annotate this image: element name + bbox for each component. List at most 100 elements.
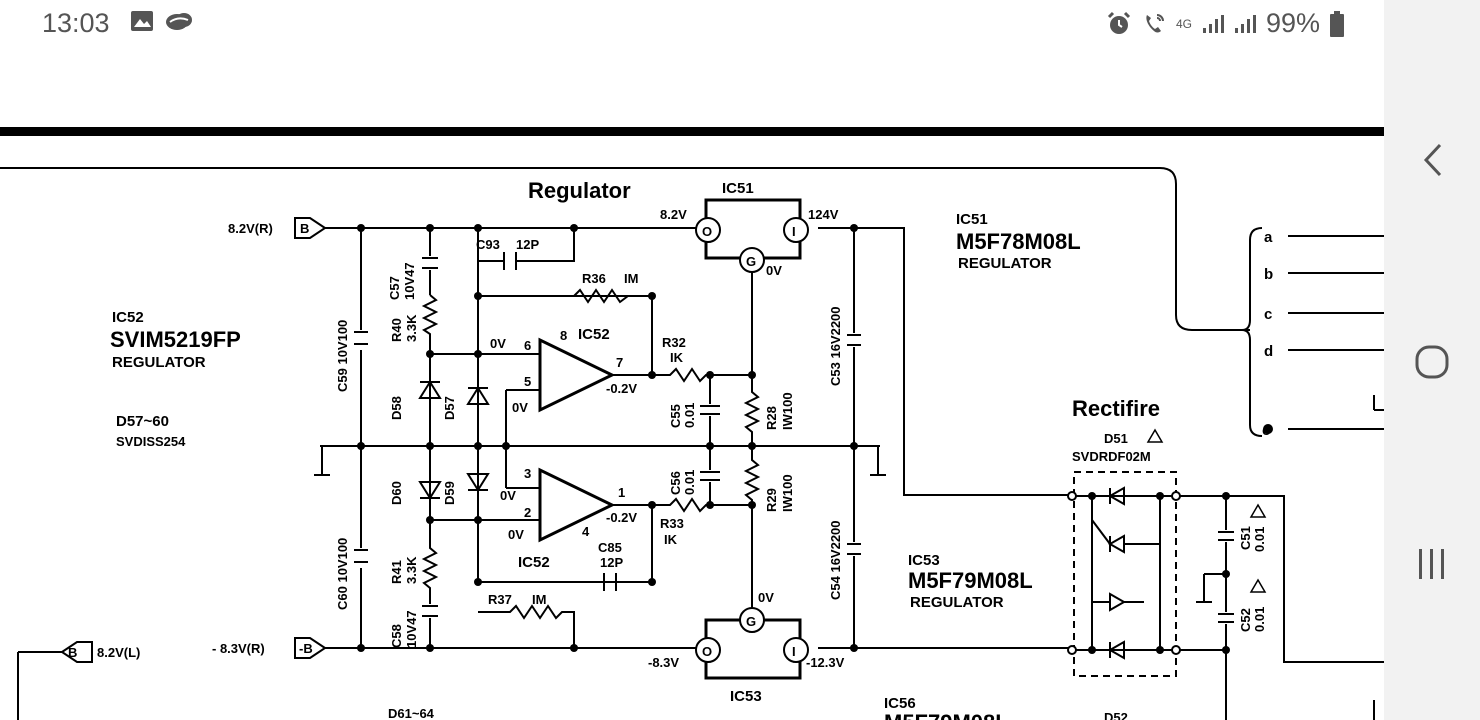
c55-label: C55 (668, 404, 683, 428)
ic56-part: M5F79M08L (884, 710, 1009, 720)
c52-value: 0.01 (1252, 607, 1267, 632)
schematic-viewer[interactable]: Regulator Rectifire IC51 IC51 M5F78M08L … (0, 50, 1384, 720)
connector-neg-b: -B (299, 641, 313, 656)
status-time: 13:03 (42, 8, 110, 38)
node-neg02v-bottom: -0.2V (606, 510, 637, 525)
d60-label: D60 (389, 481, 404, 505)
back-chevron-icon (1423, 143, 1442, 177)
c54-label: C54 16V2200 (828, 520, 843, 600)
battery-percent: 99% (1265, 8, 1320, 38)
warning-icon (1249, 503, 1267, 518)
status-left-icons (130, 10, 194, 32)
title-regulator: Regulator (528, 178, 631, 203)
bus-c: c (1264, 306, 1272, 323)
navigation-bar (1384, 0, 1480, 720)
alarm-icon (1107, 11, 1130, 34)
home-icon (1415, 345, 1449, 379)
c52-label: C52 (1238, 608, 1253, 632)
c58-label: C58 (389, 624, 404, 648)
pin-5: 5 (524, 374, 531, 389)
ic53-part: M5F79M08L (908, 568, 1033, 593)
d51-part: SVDRDF02M (1072, 449, 1151, 464)
d57-label: D57 (442, 396, 457, 420)
c55-value: 0.01 (682, 403, 697, 428)
ic52-part: SVIM5219FP (110, 327, 241, 352)
r41-value: 3.3K (404, 556, 419, 584)
c57-label: C57 (387, 276, 402, 300)
network-type: 4G (1175, 16, 1192, 31)
r33-label: R33 (660, 516, 684, 531)
c85-label: C85 (598, 540, 622, 555)
r37-value: IM (532, 592, 546, 607)
r29-label: R29 (764, 488, 779, 512)
ic53-pin-g: G (746, 614, 756, 629)
recents-button[interactable] (1384, 534, 1480, 594)
connector-b-left: B (68, 645, 77, 660)
c93-value: 12P (516, 237, 539, 252)
ic51-pin-i: I (792, 224, 796, 239)
schematic-drawing[interactable]: Regulator Rectifire IC51 IC51 M5F78M08L … (0, 50, 1384, 720)
status-bar: 13:03 4G (0, 0, 1384, 50)
diodes-range: D57~60 (116, 413, 169, 430)
signal-icon (1234, 14, 1256, 33)
ic53-id: IC53 (908, 552, 940, 569)
r36-label: R36 (582, 271, 606, 286)
diodes-part: SVDISS254 (116, 434, 186, 449)
pin-4: 4 (582, 524, 590, 539)
node-0v-top: 0V (766, 263, 782, 278)
ic52-opamp-top: IC52 (578, 326, 610, 343)
ic51-top-label: IC51 (722, 180, 754, 197)
warning-icon (1146, 428, 1164, 443)
c57-value: 10V47 (402, 262, 417, 300)
ic53-bottom-label: IC53 (730, 688, 762, 705)
d61-range: D61~64 (388, 706, 435, 720)
r28-value: IW100 (780, 392, 795, 430)
c59-label: C59 10V100 (335, 320, 350, 392)
connector-b-top: B (300, 221, 309, 236)
node-0v-pin2: 0V (508, 527, 524, 542)
ic53-pin-i: I (792, 644, 796, 659)
weather-icon (166, 13, 192, 30)
node-82v: 8.2V (660, 207, 687, 222)
c85-value: 12P (600, 555, 623, 570)
back-button[interactable] (1384, 130, 1480, 190)
r32-label: R32 (662, 335, 686, 350)
c60-label: C60 10V100 (335, 538, 350, 610)
node-neg83v: -8.3V (648, 655, 679, 670)
node-0v-pin3: 0V (500, 488, 516, 503)
r37-label: R37 (488, 592, 512, 607)
c51-value: 0.01 (1252, 527, 1267, 552)
ic51-desc: REGULATOR (958, 255, 1052, 272)
c51-label: C51 (1238, 526, 1253, 550)
pin-8: 8 (560, 328, 567, 343)
r41-label: R41 (389, 560, 404, 584)
volt-82r: 8.2V(R) (228, 221, 273, 236)
volt-neg83r: - 8.3V(R) (212, 641, 265, 656)
wifi-calling-icon (1146, 13, 1164, 32)
volt-82l: 8.2V(L) (97, 645, 140, 660)
status-right: 4G 99% (1106, 8, 1344, 39)
node-0v-pin6: 0V (490, 336, 506, 351)
bus-d: d (1264, 343, 1273, 360)
ic56-id: IC56 (884, 695, 916, 712)
node-0v-bottom: 0V (758, 590, 774, 605)
c56-value: 0.01 (682, 470, 697, 495)
ic51-pin-o: O (702, 224, 712, 239)
d51-label: D51 (1104, 431, 1128, 446)
home-button[interactable] (1384, 332, 1480, 392)
ic53-desc: REGULATOR (910, 594, 1004, 611)
node-0v-pin5: 0V (512, 400, 528, 415)
r32-value: IK (670, 350, 684, 365)
recents-icon (1419, 549, 1444, 579)
node-neg02v-top: -0.2V (606, 381, 637, 396)
r28-label: R28 (764, 406, 779, 430)
d52-label: D52 (1104, 710, 1128, 720)
image-icon (131, 11, 153, 31)
ic53-pin-o: O (702, 644, 712, 659)
bus-a: a (1264, 229, 1273, 246)
c53-label: C53 16V2200 (828, 306, 843, 386)
c56-label: C56 (668, 471, 683, 495)
node-neg123v: -12.3V (806, 655, 845, 670)
pin-7: 7 (616, 355, 623, 370)
d58-label: D58 (389, 396, 404, 420)
